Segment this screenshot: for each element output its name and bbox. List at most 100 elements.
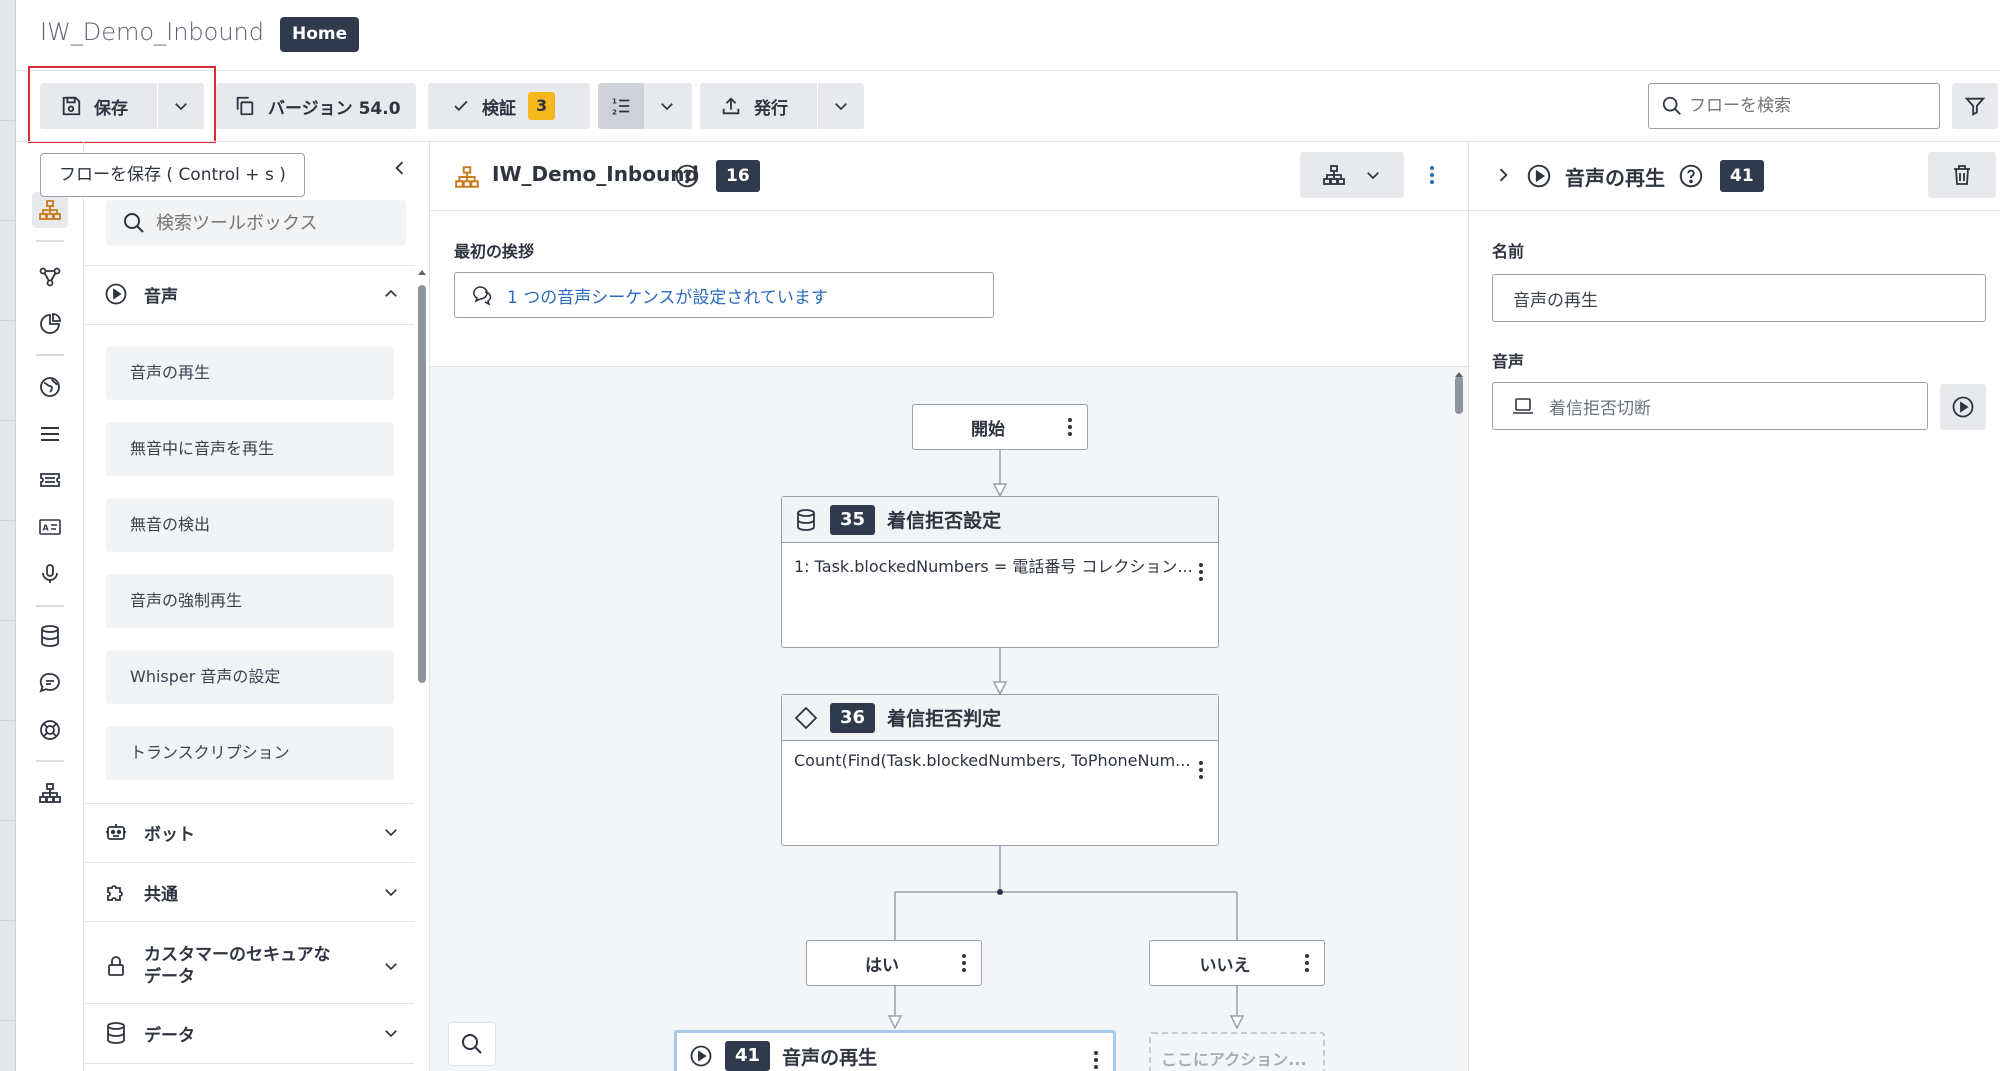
version-button[interactable]: バージョン 54.0 <box>216 83 416 129</box>
play-circle-icon <box>1951 395 1975 419</box>
chevron-down-icon <box>382 823 400 841</box>
node-35[interactable]: 35 着信拒否設定 1: Task.blockedNumbers = 電話番号 … <box>781 496 1219 648</box>
delete-button[interactable] <box>1928 152 1996 198</box>
rail-share-nodes-icon[interactable] <box>32 259 68 295</box>
more-vertical-icon[interactable] <box>1196 759 1206 781</box>
tool-item-transcription[interactable]: トランスクリプション <box>106 726 394 780</box>
flow-connectors <box>887 450 1245 1030</box>
play-circle-icon <box>689 1044 713 1068</box>
tool-item-play-audio-silence[interactable]: 無音中に音声を再生 <box>106 422 394 476</box>
category-data[interactable]: データ <box>104 1013 400 1053</box>
rail-globe-icon[interactable] <box>32 369 68 405</box>
save-button[interactable]: 保存 <box>40 83 204 129</box>
node-no[interactable]: いいえ <box>1149 940 1325 986</box>
flow-search-field[interactable] <box>1648 83 1940 129</box>
right-panel-divider <box>1468 210 2000 211</box>
tool-item-force-play[interactable]: 音声の強制再生 <box>106 574 394 628</box>
rail-language-icon[interactable]: A <box>32 509 68 545</box>
node-yes[interactable]: はい <box>806 940 982 986</box>
canvas-search-button[interactable] <box>448 1022 496 1066</box>
canvas-scrollbar[interactable] <box>1455 376 1463 414</box>
toolbox-search-input[interactable] <box>156 212 396 234</box>
divider <box>84 1003 414 1004</box>
name-label: 名前 <box>1492 242 1525 261</box>
chevron-down-icon[interactable] <box>832 97 850 115</box>
filter-button[interactable] <box>1952 83 1998 129</box>
home-badge[interactable]: Home <box>280 17 360 52</box>
rail-ticket-icon[interactable] <box>32 462 68 498</box>
flow-icon <box>454 164 480 190</box>
tool-item-whisper[interactable]: Whisper 音声の設定 <box>106 650 394 704</box>
help-icon[interactable] <box>674 163 700 189</box>
svg-text:2: 2 <box>612 107 617 116</box>
category-secure-data[interactable]: カスタマーのセキュアな データ <box>104 940 400 992</box>
rail-pie-chart-icon[interactable] <box>32 306 68 342</box>
rail-database-icon[interactable] <box>32 618 68 654</box>
rail-microphone-icon[interactable] <box>32 556 68 592</box>
rail-hierarchy-icon[interactable] <box>32 775 68 811</box>
tool-item-detect-silence[interactable]: 無音の検出 <box>106 498 394 552</box>
tool-item-play-audio[interactable]: 音声の再生 <box>106 346 394 400</box>
app-title[interactable]: IW_Demo_Inbound <box>40 18 264 46</box>
flow-search-input[interactable] <box>1689 96 1919 116</box>
node-start[interactable]: 開始 <box>912 404 1088 450</box>
node-id-badge: 35 <box>830 504 876 535</box>
toolbox-search-field[interactable] <box>106 200 406 246</box>
category-bot[interactable]: ボット <box>104 812 400 852</box>
category-label: データ <box>144 1025 195 1046</box>
chevron-up-icon <box>382 285 400 303</box>
category-audio[interactable]: 音声 <box>104 274 400 314</box>
layout-view-button[interactable] <box>1300 152 1404 198</box>
more-vertical-icon[interactable] <box>1302 952 1312 974</box>
flow-count-badge: 16 <box>716 160 760 192</box>
chevron-right-icon[interactable] <box>1493 165 1513 185</box>
more-vertical-icon[interactable] <box>959 952 969 974</box>
svg-text:1: 1 <box>612 96 617 105</box>
node-36[interactable]: 36 着信拒否判定 Count(Find(Task.blockedNumbers… <box>781 694 1219 846</box>
rail-flow-icon[interactable] <box>32 192 68 228</box>
publish-button[interactable]: 発行 <box>700 83 864 129</box>
validate-button[interactable]: 検証 3 <box>428 83 590 129</box>
toolbox-scrollbar[interactable] <box>418 285 426 683</box>
rail-menu-icon[interactable] <box>32 416 68 452</box>
category-label: ボット <box>144 824 195 845</box>
action-drop-zone[interactable]: ここにアクション... <box>1149 1032 1325 1071</box>
validate-count-badge: 3 <box>528 92 556 120</box>
database-icon <box>794 508 818 532</box>
highlight-annotation <box>28 66 216 143</box>
window-edge <box>0 0 16 1071</box>
node-title: 音声の再生 <box>782 1046 878 1069</box>
center-divider <box>430 210 1468 211</box>
chevron-down-icon <box>382 883 400 901</box>
chevron-down-icon <box>1364 166 1382 184</box>
scroll-up-icon[interactable] <box>1454 370 1464 380</box>
category-label-line2: データ <box>144 967 195 987</box>
more-vertical-icon[interactable] <box>1196 561 1206 583</box>
chevron-down-icon[interactable] <box>658 97 676 115</box>
chevron-left-icon[interactable] <box>390 158 410 178</box>
lock-icon <box>104 954 128 978</box>
chevron-down-icon[interactable] <box>172 97 190 115</box>
play-circle-icon <box>1526 163 1552 189</box>
name-field[interactable]: 音声の再生 <box>1492 274 1986 322</box>
more-vertical-icon[interactable] <box>1065 416 1075 438</box>
rail-lifebuoy-icon[interactable] <box>32 712 68 748</box>
greeting-field[interactable]: 1 つの音声シーケンスが設定されています <box>454 272 994 318</box>
filter-icon <box>1964 95 1986 117</box>
rail-chat-icon[interactable] <box>32 665 68 701</box>
help-icon[interactable] <box>1678 163 1704 189</box>
upload-icon <box>720 95 742 117</box>
node-41[interactable]: 41 音声の再生 <box>674 1030 1116 1071</box>
svg-text:A: A <box>43 524 50 533</box>
more-vertical-icon[interactable] <box>1424 163 1440 187</box>
play-circle-icon <box>104 282 128 306</box>
play-preview-button[interactable] <box>1940 384 1986 430</box>
divider <box>84 324 414 325</box>
more-vertical-icon[interactable] <box>1091 1049 1101 1071</box>
node-id-badge: 41 <box>725 1041 771 1071</box>
scroll-up-icon[interactable] <box>417 268 427 278</box>
audio-field[interactable]: 着信拒否切断 <box>1492 382 1928 430</box>
category-common[interactable]: 共通 <box>104 872 400 912</box>
